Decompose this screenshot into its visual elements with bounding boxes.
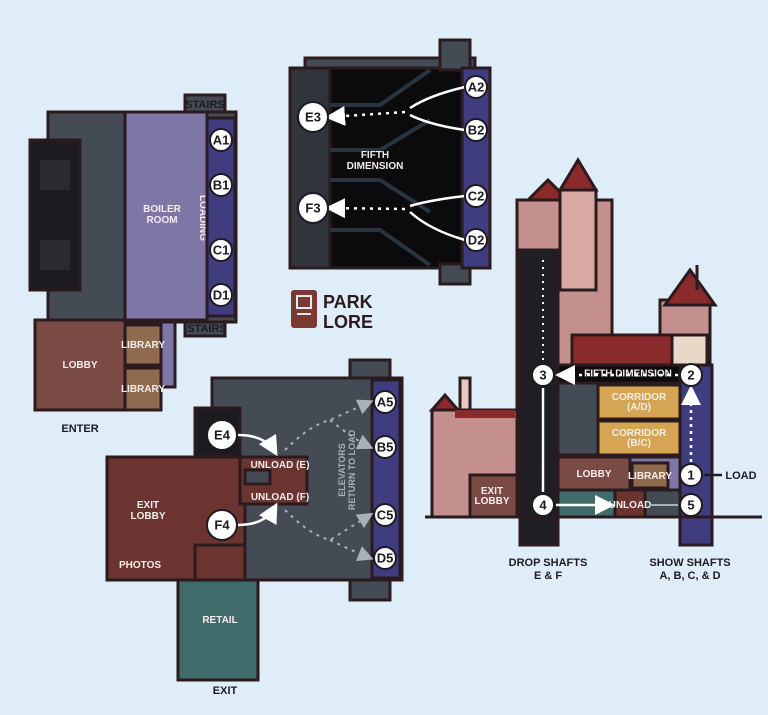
node-label: A2 [468,80,485,95]
node-label: 2 [687,368,694,383]
library-label: LIBRARY [628,471,672,482]
svg-text:CORRIDOR(B/C): CORRIDOR(B/C) [612,428,667,449]
library-label: LIBRARY [121,384,165,395]
retail-label: RETAIL [202,615,237,626]
stairs-bottom-label: STAIRS [187,323,227,335]
elevator-stop: C2 [464,184,488,208]
step-marker: 5 [679,493,703,517]
node-label: 4 [539,498,547,513]
node-label: F3 [305,201,320,216]
lobby [33,318,129,412]
node-label: A1 [213,133,230,148]
node-label: D1 [213,288,230,303]
step-marker: 1 [679,463,703,487]
node-label: 5 [687,498,694,513]
retail [176,578,260,682]
elevator-stop: A5 [373,390,397,414]
svg-text:LORE: LORE [323,312,373,332]
drop-stop: E4 [206,419,238,451]
elevator-stop: A2 [464,75,488,99]
stairs-top-label: STAIRS [185,99,225,111]
park-lore-logo: PARK LORE [291,290,373,332]
node-label: C5 [377,508,394,523]
node-label: A5 [377,395,394,410]
node-label: 1 [687,468,694,483]
node-label: D2 [468,233,485,248]
elevator-stop: C1 [209,238,233,262]
node-label: E3 [305,110,321,125]
svg-text:CORRIDOR(A/D): CORRIDOR(A/D) [612,392,667,413]
node-label: C2 [468,189,485,204]
unload-label: UNLOAD [609,500,652,511]
lobby-label: LOBBY [577,469,612,480]
step-marker: 2 [679,363,703,387]
svg-text:PARK: PARK [323,292,373,312]
elevator-stop: D2 [464,228,488,252]
step-marker: 4 [531,493,555,517]
node-label: F4 [214,518,230,533]
lobby-label: LOBBY [63,360,98,371]
elevator-stop: C5 [373,503,397,527]
load-label: LOAD [725,470,756,482]
elevator-stop: B1 [209,173,233,197]
loading-label: LOADING [197,195,208,241]
elevator-stop: B2 [464,118,488,142]
exit-label: EXIT [213,685,238,697]
corridor-ad [596,383,682,421]
node-label: B1 [213,178,230,193]
node-label: 3 [539,368,546,383]
node-label: D5 [377,551,394,566]
unload-f-label: UNLOAD (F) [251,492,309,503]
drop-stop: F3 [297,192,329,224]
drop-stop: F4 [206,509,238,541]
drop-stop: E3 [297,101,329,133]
svg-text:ELEVATORSRETURN TO LOAD: ELEVATORSRETURN TO LOAD [337,429,357,510]
enter-label: ENTER [61,423,98,435]
photos-label: PHOTOS [119,560,161,571]
node-label: B5 [377,440,394,455]
corridor-bc [596,419,682,457]
elevator-stop: B5 [373,435,397,459]
elevator-stop: D5 [373,546,397,570]
library-label: LIBRARY [121,340,165,351]
node-label: E4 [214,428,231,443]
node-label: B2 [468,123,485,138]
elevator-stop: A1 [209,128,233,152]
node-label: C1 [213,243,230,258]
elevator-stop: D1 [209,283,233,307]
unload-e-label: UNLOAD (E) [251,460,310,471]
step-marker: 3 [531,363,555,387]
